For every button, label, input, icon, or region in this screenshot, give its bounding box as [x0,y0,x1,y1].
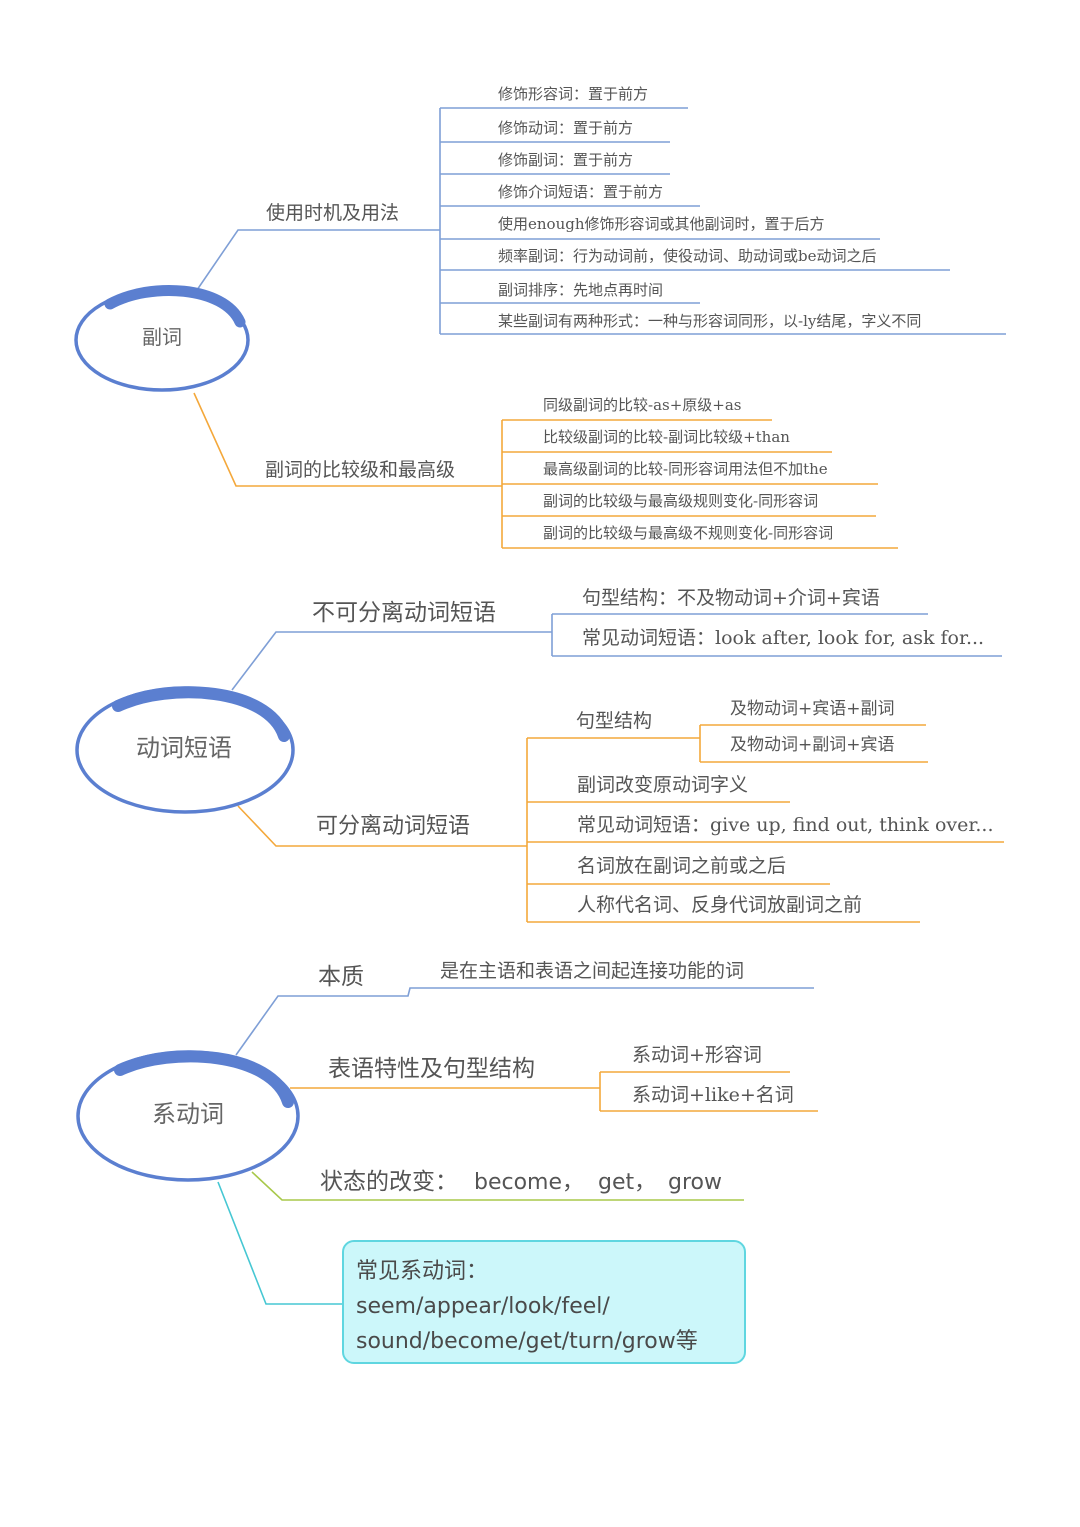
comparison-item: 同级副词的比较-as+原级+as [543,396,742,414]
separable-item: 副词改变原动词字义 [577,774,749,796]
comparison-item: 最高级副词的比较-同形容词用法但不加the [543,460,828,478]
linking-root-ring [76,1050,300,1182]
branch-inseparable-label: 不可分离动词短语 [312,600,496,626]
usage-item: 修饰介词短语：置于前方 [498,183,664,201]
usage-item: 修饰动词：置于前方 [498,119,634,137]
linking-connectors [217,987,818,1305]
usage-item: 修饰副词：置于前方 [498,151,634,169]
adverb-root-ring [74,284,250,392]
state-change-word: become， [474,1170,585,1195]
predicative-item: 系动词+形容词 [632,1044,762,1066]
connector-linking-state [251,1171,744,1201]
essence-item: 是在主语和表语之间起连接功能的词 [440,960,745,982]
connector-linking-common [217,1181,342,1305]
separable-item: 常见动词短语：give up, find out, think over... [577,814,994,836]
predicative-item: 系动词+like+名词 [632,1084,794,1106]
pattern-label: 句型结构 [576,710,653,732]
phrasal-root-ring [75,686,295,814]
state-change-word: grow [668,1170,722,1195]
connector-adverb-usage [196,229,440,291]
branch-predicative-label: 表语特性及句型结构 [328,1056,535,1082]
comparison-item: 副词的比较级与最高级不规则变化-同形容词 [543,524,834,542]
comparison-item: 副词的比较级与最高级规则变化-同形容词 [543,492,819,510]
usage-item: 某些副词有两种形式：一种与形容词同形，以-ly结尾，字义不同 [498,312,922,330]
connector-adverb-comparison [193,392,502,487]
comparison-item: 比较级副词的比较-副词比较级+than [543,428,790,446]
branch-state-change-label: 状态的改变： [320,1169,458,1195]
branch-comparison-label: 副词的比较级和最高级 [265,459,456,481]
branch-essence-label: 本质 [318,964,364,990]
inseparable-item: 句型结构：不及物动词+介词+宾语 [582,587,880,609]
state-change-word: get， [598,1170,657,1195]
root-adverb: 副词 [142,325,182,349]
connector-linking-essence [235,987,814,1056]
usage-item: 副词排序：先地点再时间 [498,281,664,299]
pattern-item: 及物动词+副词+宾语 [730,735,895,755]
branch-separable-label: 可分离动词短语 [316,814,471,839]
usage-item: 频率副词：行为动词前，使役动词、助动词或be动词之后 [498,247,877,265]
separable-item: 人称代名词、反身代词放副词之前 [577,894,863,916]
common-line-2: sound/become/get/turn/grow等 [356,1329,698,1354]
connector-phrasal-inseparable [231,631,552,691]
adverb-connectors [193,107,1006,549]
separable-item: 名词放在副词之前或之后 [577,855,787,877]
usage-item-lines [440,107,1006,335]
phrasal-connectors [231,613,1004,923]
root-phrasal-verbs: 动词短语 [136,734,232,762]
inseparable-item: 常见动词短语：look after, look for, ask for... [582,627,985,649]
root-linking-verbs: 系动词 [152,1100,224,1128]
usage-item: 修饰形容词：置于前方 [498,85,649,103]
usage-item: 使用enough修饰形容词或其他副词时，置于后方 [498,215,825,233]
common-line-1: seem/appear/look/feel/ [356,1294,610,1319]
pattern-item: 及物动词+宾语+副词 [730,699,895,719]
branch-usage-label: 使用时机及用法 [266,202,400,224]
common-title: 常见系动词： [356,1259,489,1284]
connector-phrasal-separable [237,805,527,847]
common-linking-verbs-box: 常见系动词： seem/appear/look/feel/ sound/beco… [342,1240,746,1364]
comparison-item-lines [502,419,898,549]
